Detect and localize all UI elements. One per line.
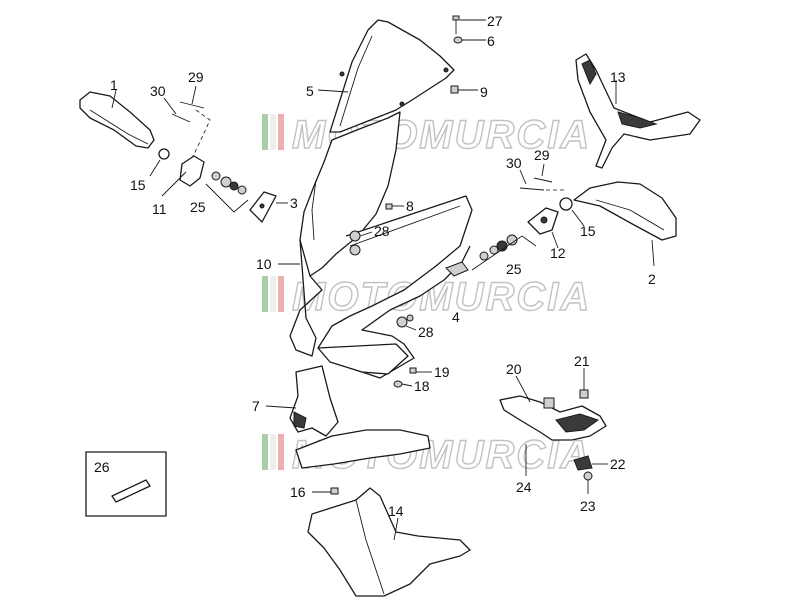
callout-21: 21 (574, 353, 590, 369)
callout-12: 12 (550, 245, 566, 261)
callout-10: 10 (256, 256, 272, 272)
fairing-side-panel-4 (317, 195, 473, 379)
mirror-mount-12 (527, 207, 559, 235)
bolt-30-left (171, 113, 191, 123)
inner-fairing-13 (575, 53, 701, 169)
clip-21 (579, 389, 589, 399)
callout-30-right: 30 (506, 155, 522, 171)
callout-8: 8 (406, 198, 414, 214)
rubber-grommet (445, 261, 469, 277)
spacer-set-25-left (205, 171, 249, 213)
callout-22: 22 (610, 456, 626, 472)
callout-20: 20 (506, 361, 522, 377)
callout-15-right: 15 (580, 223, 596, 239)
callout-11: 11 (152, 201, 167, 217)
windscreen-part (329, 19, 455, 133)
screw-16 (330, 487, 339, 495)
screw-27 (452, 15, 460, 34)
bolt-29-right (533, 177, 553, 183)
callout-27: 27 (487, 13, 503, 29)
callout-2: 2 (648, 271, 656, 287)
callout-1: 1 (110, 77, 118, 93)
callout-15-left: 15 (130, 177, 146, 193)
callout-23: 23 (580, 498, 596, 514)
callout-13: 13 (610, 69, 626, 85)
grommet-28-lower (396, 314, 414, 328)
spacer-set-25-right (471, 234, 537, 271)
decal-box-26 (85, 451, 167, 517)
callout-18: 18 (414, 378, 430, 394)
belly-pan-14 (307, 487, 471, 597)
callout-26: 26 (94, 459, 110, 475)
callout-16: 16 (290, 484, 306, 500)
callout-labels: 27 6 9 5 13 1 29 30 15 11 25 3 8 28 10 3… (94, 13, 656, 519)
callout-14: 14 (388, 503, 404, 519)
callout-29-left: 29 (188, 69, 204, 85)
callout-25-right: 25 (506, 261, 522, 277)
callout-30-left: 30 (150, 83, 166, 99)
front-fairing-part (289, 111, 401, 357)
clip-18 (393, 380, 403, 388)
callout-5: 5 (306, 83, 314, 99)
callout-9: 9 (480, 84, 488, 100)
callout-28-upper: 28 (374, 223, 390, 239)
leader-lines (111, 19, 655, 541)
screw-19 (409, 367, 417, 374)
callout-19: 19 (434, 364, 450, 380)
center-cover (295, 429, 431, 469)
washer-6 (453, 36, 463, 44)
right-mirror-part (559, 181, 677, 241)
bracket-20 (499, 395, 607, 441)
callout-24: 24 (516, 479, 532, 495)
grommet-22 (573, 455, 593, 471)
callout-3: 3 (290, 195, 298, 211)
bolt-29-left (179, 101, 205, 109)
nut-9 (450, 85, 459, 94)
mount-plate-3 (249, 191, 277, 223)
air-duct-7 (289, 365, 339, 437)
callout-28-lower: 28 (418, 324, 434, 340)
callout-29-right: 29 (534, 147, 550, 163)
bolt-30-right (519, 187, 545, 191)
callout-6: 6 (487, 33, 495, 49)
callout-4: 4 (452, 309, 460, 325)
screw-23 (583, 471, 593, 481)
grommet-28-upper (349, 230, 361, 256)
screw-8 (385, 203, 393, 210)
callout-7: 7 (252, 398, 260, 414)
left-mirror-part (79, 91, 170, 160)
callout-25-left: 25 (190, 199, 206, 215)
mirror-bracket-11 (179, 155, 205, 187)
